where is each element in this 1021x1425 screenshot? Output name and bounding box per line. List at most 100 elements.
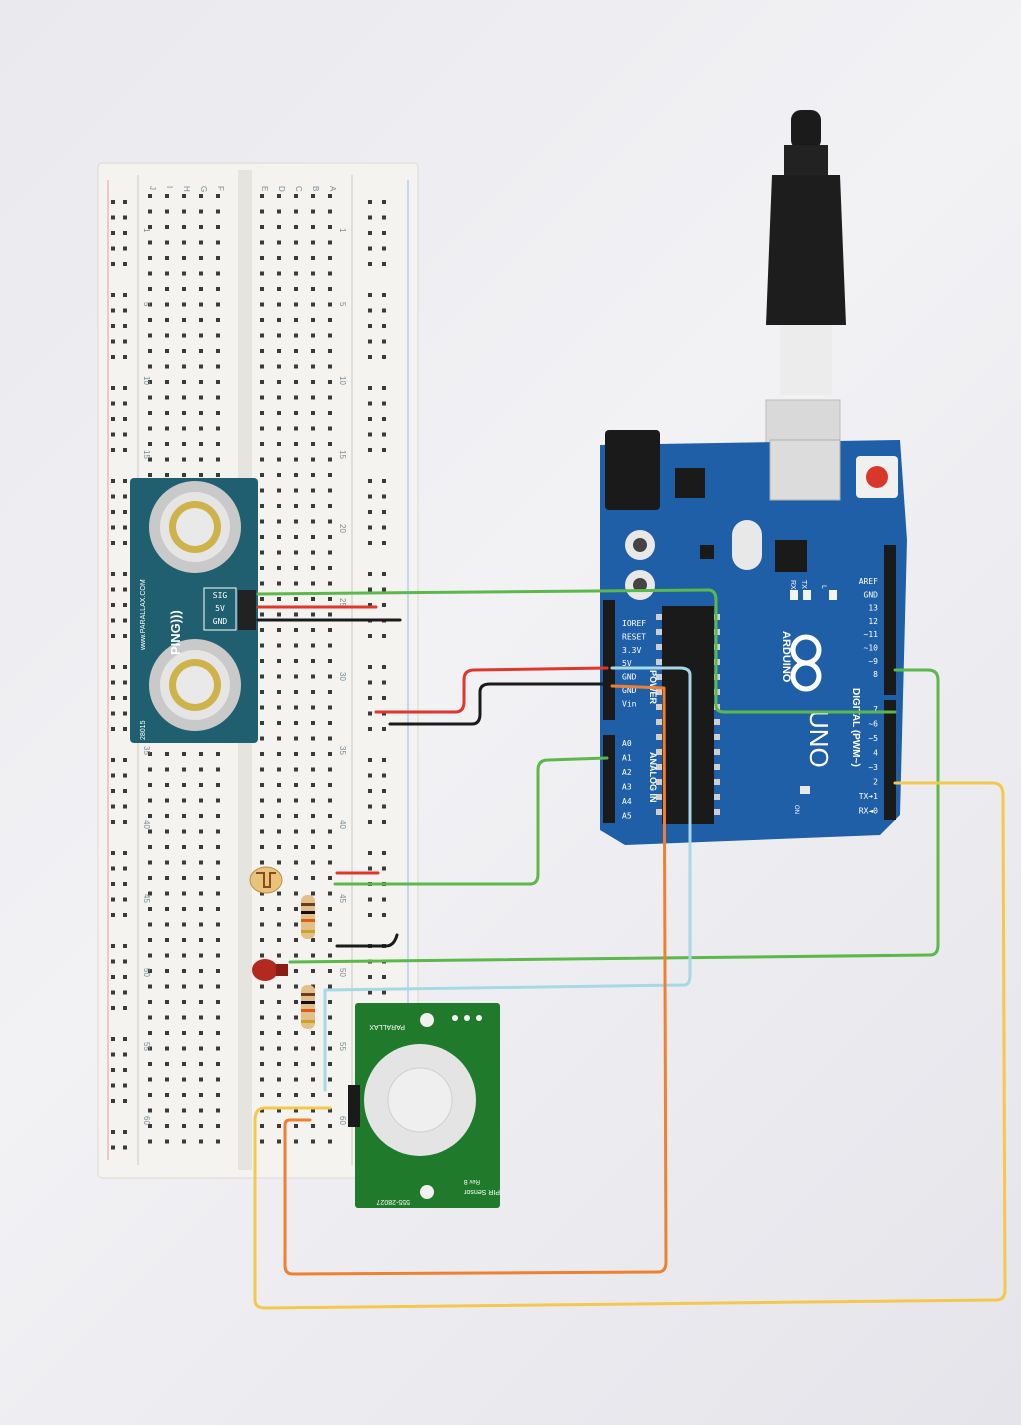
breadboard-hole[interactable]: [328, 953, 332, 958]
rail-hole[interactable]: [111, 1099, 115, 1103]
breadboard-hole[interactable]: [294, 488, 298, 493]
rail-hole[interactable]: [382, 572, 386, 576]
rail-hole[interactable]: [382, 680, 386, 685]
breadboard-hole[interactable]: [199, 767, 203, 772]
breadboard-hole[interactable]: [328, 442, 332, 446]
breadboard-hole[interactable]: [260, 721, 264, 725]
breadboard-hole[interactable]: [216, 953, 220, 958]
breadboard-hole[interactable]: [260, 225, 264, 229]
breadboard-hole[interactable]: [328, 364, 332, 369]
rail-hole[interactable]: [123, 1006, 127, 1010]
breadboard-hole[interactable]: [165, 426, 169, 431]
breadboard-hole[interactable]: [148, 1077, 152, 1082]
breadboard-hole[interactable]: [165, 876, 169, 880]
breadboard-hole[interactable]: [277, 240, 281, 245]
breadboard-hole[interactable]: [311, 845, 315, 849]
breadboard-hole[interactable]: [277, 550, 281, 555]
rail-hole[interactable]: [382, 866, 386, 871]
breadboard-hole[interactable]: [294, 1046, 298, 1051]
breadboard-hole[interactable]: [328, 380, 332, 384]
rail-hole[interactable]: [368, 711, 372, 716]
breadboard-hole[interactable]: [199, 891, 203, 896]
rail-hole[interactable]: [382, 975, 386, 979]
breadboard-hole[interactable]: [216, 318, 220, 322]
breadboard-hole[interactable]: [311, 1031, 315, 1035]
breadboard-hole[interactable]: [328, 209, 332, 214]
breadboard-hole[interactable]: [216, 1015, 220, 1020]
breadboard-hole[interactable]: [328, 612, 332, 617]
rail-hole[interactable]: [123, 200, 127, 204]
breadboard-hole[interactable]: [165, 1000, 169, 1004]
rail-hole[interactable]: [111, 944, 115, 948]
rail-hole[interactable]: [123, 696, 127, 700]
breadboard-hole[interactable]: [277, 504, 281, 508]
rail-hole[interactable]: [368, 510, 372, 514]
breadboard-hole[interactable]: [294, 798, 298, 803]
rail-hole[interactable]: [123, 1145, 127, 1150]
breadboard-hole[interactable]: [311, 364, 315, 369]
breadboard-hole[interactable]: [148, 829, 152, 834]
breadboard-hole[interactable]: [311, 1077, 315, 1082]
rail-hole[interactable]: [382, 355, 386, 359]
breadboard-hole[interactable]: [199, 922, 203, 927]
breadboard-hole[interactable]: [260, 550, 264, 555]
breadboard-hole[interactable]: [260, 1015, 264, 1020]
breadboard-hole[interactable]: [199, 783, 203, 787]
rail-hole[interactable]: [111, 200, 115, 204]
breadboard-hole[interactable]: [260, 1139, 264, 1144]
breadboard-hole[interactable]: [260, 194, 264, 198]
rail-hole[interactable]: [382, 479, 386, 483]
breadboard-hole[interactable]: [328, 194, 332, 198]
breadboard-hole[interactable]: [260, 287, 264, 291]
breadboard-hole[interactable]: [277, 194, 281, 198]
rail-hole[interactable]: [368, 541, 372, 545]
breadboard-hole[interactable]: [328, 581, 332, 586]
rail-hole[interactable]: [382, 308, 386, 313]
breadboard-hole[interactable]: [277, 349, 281, 353]
breadboard-hole[interactable]: [165, 209, 169, 214]
breadboard-hole[interactable]: [294, 550, 298, 555]
rail-hole[interactable]: [123, 711, 127, 716]
breadboard-hole[interactable]: [277, 659, 281, 663]
breadboard-hole[interactable]: [311, 1124, 315, 1128]
breadboard-hole[interactable]: [216, 364, 220, 369]
breadboard-hole[interactable]: [260, 1062, 264, 1066]
breadboard-hole[interactable]: [277, 457, 281, 462]
breadboard-hole[interactable]: [182, 287, 186, 291]
breadboard-hole[interactable]: [148, 411, 152, 415]
breadboard-hole[interactable]: [311, 473, 315, 477]
breadboard-hole[interactable]: [277, 922, 281, 927]
breadboard-hole[interactable]: [328, 1077, 332, 1082]
breadboard-hole[interactable]: [311, 395, 315, 400]
rail-hole[interactable]: [123, 401, 127, 406]
breadboard-hole[interactable]: [277, 597, 281, 601]
breadboard-hole[interactable]: [328, 1139, 332, 1144]
breadboard-hole[interactable]: [277, 364, 281, 369]
rail-hole[interactable]: [368, 324, 372, 328]
rail-hole[interactable]: [382, 293, 386, 297]
breadboard-hole[interactable]: [294, 984, 298, 989]
breadboard-hole[interactable]: [311, 690, 315, 694]
breadboard-hole[interactable]: [328, 225, 332, 229]
breadboard-hole[interactable]: [199, 814, 203, 818]
breadboard-hole[interactable]: [294, 318, 298, 322]
breadboard-hole[interactable]: [165, 457, 169, 462]
breadboard-hole[interactable]: [328, 488, 332, 493]
breadboard-hole[interactable]: [199, 240, 203, 245]
rail-hole[interactable]: [382, 541, 386, 545]
breadboard-hole[interactable]: [311, 566, 315, 570]
rail-hole[interactable]: [368, 804, 372, 809]
breadboard-hole[interactable]: [216, 1046, 220, 1051]
breadboard-hole[interactable]: [216, 209, 220, 214]
breadboard-hole[interactable]: [199, 395, 203, 400]
breadboard-hole[interactable]: [260, 349, 264, 353]
rail-hole[interactable]: [123, 587, 127, 592]
breadboard-hole[interactable]: [148, 473, 152, 477]
breadboard-hole[interactable]: [182, 349, 186, 353]
rail-hole[interactable]: [368, 215, 372, 220]
breadboard-hole[interactable]: [328, 969, 332, 973]
breadboard-hole[interactable]: [277, 953, 281, 958]
breadboard-hole[interactable]: [294, 209, 298, 214]
breadboard-hole[interactable]: [165, 752, 169, 756]
rail-hole[interactable]: [111, 587, 115, 592]
